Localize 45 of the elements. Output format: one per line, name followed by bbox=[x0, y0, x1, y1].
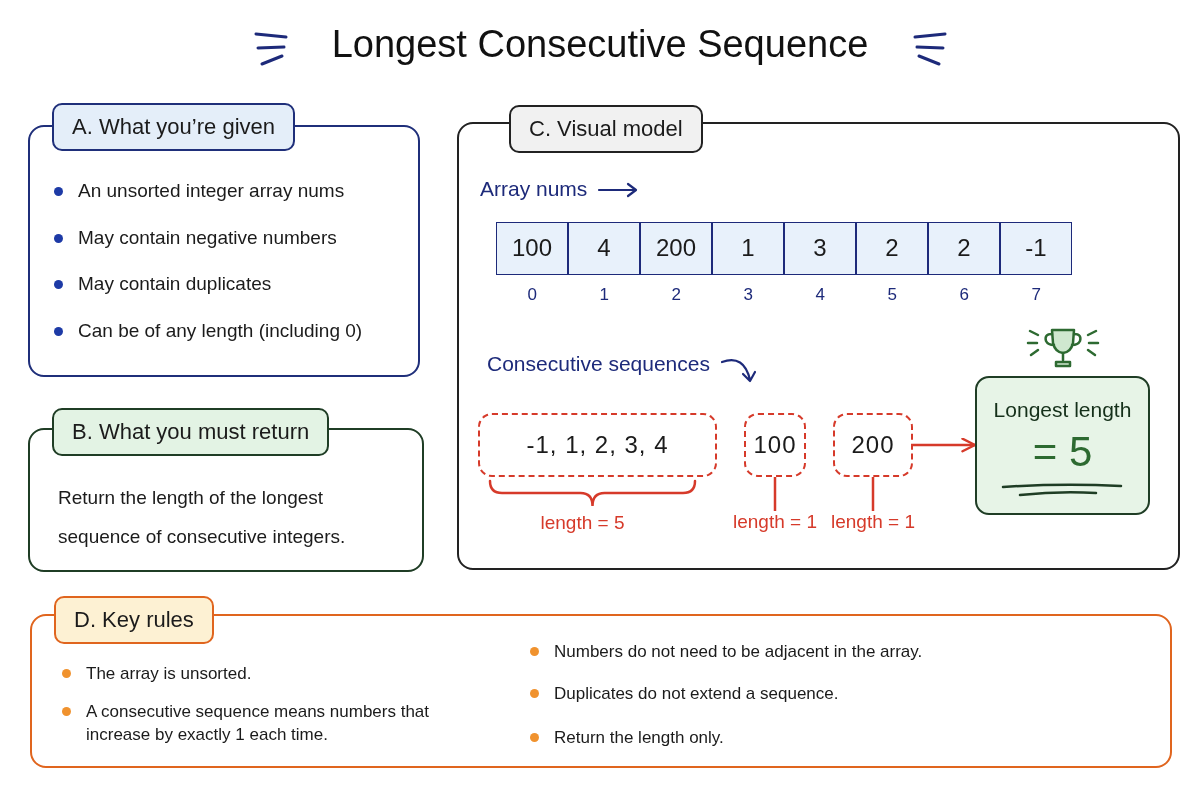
index-number: 3 bbox=[743, 285, 753, 305]
bullet-text: Can be of any length (including 0) bbox=[78, 319, 364, 343]
bullet-text: Numbers do not need to be adjacent in the array. bbox=[554, 641, 924, 663]
index-number: 5 bbox=[887, 285, 897, 305]
index-number: 0 bbox=[527, 285, 537, 305]
index-number: 1 bbox=[599, 285, 609, 305]
sequence-box: 200 bbox=[833, 413, 913, 477]
sequence-box: 100 bbox=[744, 413, 806, 477]
index-number: 4 bbox=[815, 285, 825, 305]
section-heading: C. Visual model bbox=[509, 105, 703, 153]
bullet-text: Return the length only. bbox=[554, 727, 725, 749]
bullet-text: The array is unsorted. bbox=[86, 663, 253, 685]
section-heading: D. Key rules bbox=[54, 596, 214, 644]
sequences-caption: Consecutive sequences bbox=[487, 352, 710, 376]
leader-line bbox=[871, 477, 875, 511]
description-text: Return the length of the longest sequence of consecutive integers. bbox=[58, 486, 347, 549]
bullet-text: Duplicates do not extend a sequence. bbox=[554, 683, 840, 705]
section-heading: A. What you’re given bbox=[52, 103, 295, 151]
result-box bbox=[975, 376, 1150, 515]
index-number: 2 bbox=[671, 285, 681, 305]
title: Longest Consecutive Sequence bbox=[331, 22, 869, 67]
sequence-box: -1, 1, 2, 3, 4 bbox=[478, 413, 717, 477]
array-cell: -1 bbox=[1000, 222, 1072, 275]
result-value: = 5 bbox=[1031, 428, 1094, 476]
array-cell: 1 bbox=[712, 222, 784, 275]
length-label: length = 1 bbox=[831, 511, 915, 533]
array-cell: 4 bbox=[568, 222, 640, 275]
length-label: length = 1 bbox=[733, 511, 817, 533]
array-caption: Array nums bbox=[480, 177, 588, 201]
bullet-text: May contain negative numbers bbox=[78, 226, 338, 250]
array-cell: 200 bbox=[640, 222, 712, 275]
section-heading: B. What you must return bbox=[52, 408, 330, 456]
array-cell: 2 bbox=[928, 222, 1000, 275]
result-label: Longest length bbox=[992, 398, 1133, 422]
length-label: length = 5 bbox=[540, 512, 625, 534]
array-cell: 100 bbox=[496, 222, 568, 275]
bullet-text: A consecutive sequence means numbers that increase by exactly 1 each time. bbox=[86, 701, 431, 746]
index-number: 7 bbox=[1031, 285, 1041, 305]
array-cell: 2 bbox=[856, 222, 928, 275]
index-number: 6 bbox=[959, 285, 969, 305]
bullet-text: An unsorted integer array nums bbox=[78, 179, 346, 203]
bullet-text: May contain duplicates bbox=[78, 272, 273, 296]
arrow bbox=[913, 437, 977, 453]
leader-line bbox=[773, 477, 777, 511]
array-cell: 3 bbox=[784, 222, 856, 275]
